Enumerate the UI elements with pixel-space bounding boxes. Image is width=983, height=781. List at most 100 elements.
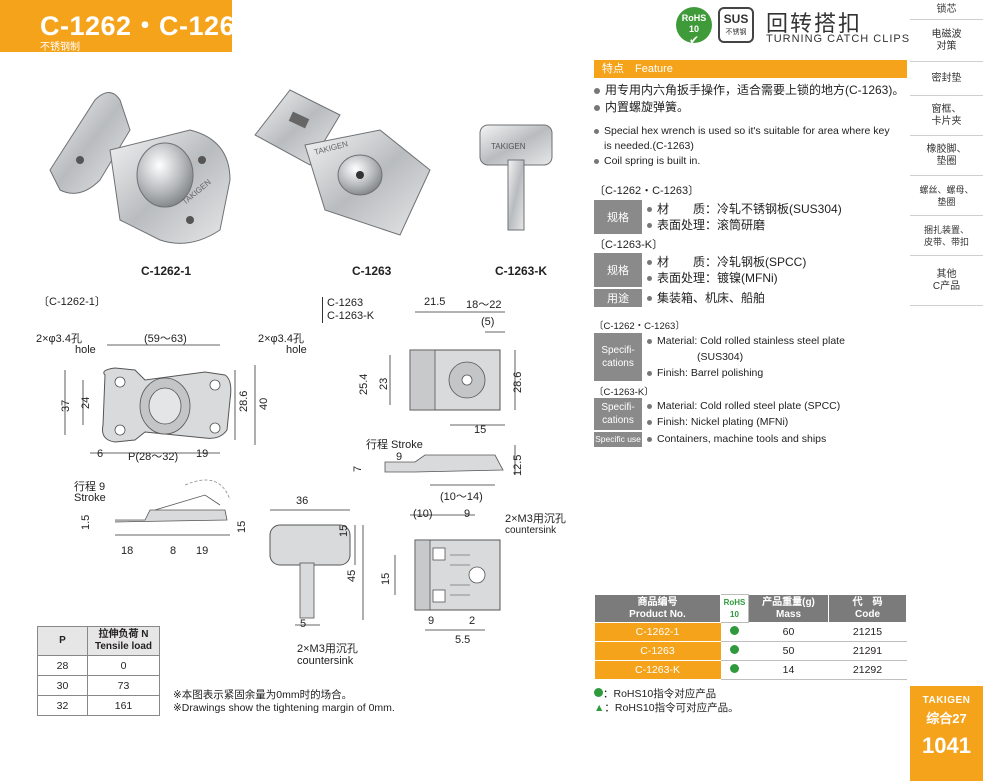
key-countersink-en: countersink	[297, 655, 354, 667]
dim-5: (5)	[481, 316, 495, 328]
dim-24: 24	[80, 396, 92, 409]
note-en: ※Drawings show the tightening margin of …	[173, 702, 395, 714]
note-cn: ※本图表示紧固余量为0mm时的场合。	[173, 689, 353, 701]
page-number: 1041	[922, 733, 971, 758]
feature-cn-2: 内置螺旋弹簧。	[594, 99, 907, 116]
category-title-en: TURNING CATCH CLIPS	[766, 33, 911, 45]
sidebar-item-gasket[interactable]: 密封垫	[910, 62, 983, 96]
photo-c1262-1: TAKIGEN	[49, 92, 231, 244]
dim-23: 23	[378, 377, 390, 390]
dim-9b: 9	[464, 508, 471, 520]
dim-10-14: (10～14)	[440, 491, 483, 503]
dim-2: 2	[469, 615, 476, 627]
table-row: C-1263 50 21291	[594, 641, 907, 661]
stroke-label-cn: 行程 9	[74, 481, 106, 493]
spec-cn-group-b: 〔C-1263-K〕	[594, 239, 664, 251]
dim-7: 7	[352, 465, 364, 472]
product-table: 商品编号 Product No. RoHS 10 产品重量(g) Mass 代 …	[594, 594, 907, 680]
product-photos: TAKIGEN TAKIGEN TAKIGEN	[49, 89, 553, 244]
sidebar-item-screws[interactable]: 螺丝、螺母、 垫圈	[910, 176, 983, 216]
spec-en-cell-a: Specifi-cations	[594, 333, 642, 381]
catalog-section: 综合27	[926, 711, 967, 726]
spec-en-group-a: 〔C-1262・C-1263〕	[594, 321, 685, 332]
dim-hole-left-en: hole	[75, 344, 96, 356]
dim-1-5: 1.5	[80, 514, 92, 530]
col-code: 代 码 Code	[828, 594, 907, 623]
sidebar-item-other[interactable]: 其他 C产品	[910, 256, 983, 306]
legend-triangle: ▲：RoHS10指令可对应产品。	[594, 702, 739, 714]
dim-8: 8	[170, 545, 177, 557]
countersink-label-en: countersink	[505, 525, 557, 536]
dim-p: P(28～32)	[128, 451, 179, 463]
dim-37: 37	[60, 399, 72, 412]
spec-cn-group-a: 〔C-1262・C-1263〕	[594, 185, 700, 197]
photo-label-c1263: C-1263	[352, 264, 392, 278]
dim-19b: 19	[196, 545, 209, 557]
dim-19: 19	[196, 448, 209, 460]
green-triangle-icon: ▲	[594, 702, 605, 714]
dim-key-5: 5	[300, 618, 307, 630]
col-mass: 产品重量(g) Mass	[748, 594, 829, 623]
features-cn: 用专用内六角扳手操作，适合需要上锁的地方(C-1263)。 内置螺旋弹簧。	[594, 82, 907, 116]
spec-en-cell-b: Specifi-cations	[594, 398, 642, 430]
legend-circle: ：RoHS10指令对应产品	[594, 686, 716, 701]
dim-key-15: 15	[338, 524, 350, 537]
svg-text:TAKIGEN: TAKIGEN	[491, 142, 526, 151]
col-rohs: RoHS 10	[720, 594, 749, 623]
features-en: Special hex wrench is used so it's suita…	[594, 124, 907, 169]
rohs-compliant-icon	[730, 626, 739, 635]
drawing-c1263	[384, 311, 516, 631]
sidebar-item-binding[interactable]: 捆扎装置、 皮带、带扣	[910, 216, 983, 256]
drawing-c1262-1	[64, 344, 256, 536]
dim-10: (10)	[413, 508, 433, 520]
spec-cn-cell-a: 规格	[594, 200, 642, 234]
table-row: C-1262-1 60 21215	[594, 622, 907, 642]
page-footer-badge: TAKIGEN 综合27 1041	[910, 686, 983, 781]
dim-28-6-b: 28.6	[512, 371, 524, 393]
rohs-compliant-icon	[730, 645, 739, 654]
dim-9: 9	[396, 451, 403, 463]
dim-span: (59～63)	[144, 333, 187, 345]
dim-21-5: 21.5	[424, 296, 446, 308]
sidebar-item-rubber-feet[interactable]: 橡胶脚、 垫圈	[910, 136, 983, 176]
dim-hole-left: 2×φ3.4孔	[36, 333, 82, 345]
page-title: C-1262・C-1263	[40, 11, 251, 41]
load-header-tensile: 拉伸负荷 N Tensile load	[87, 626, 160, 656]
stroke-label: 行程 Stroke	[366, 439, 423, 451]
feature-bar: 特点 Feature	[594, 60, 907, 78]
feature-cn-1: 用专用内六角扳手操作，适合需要上锁的地方(C-1263)。	[594, 82, 907, 99]
title-block	[0, 0, 232, 52]
photo-label-c1263-k: C-1263-K	[495, 264, 548, 278]
countersink-label-cn: 2×M3用沉孔	[505, 513, 566, 525]
table-row: C-1263-K 14 21292	[594, 660, 907, 680]
dim-28-6: 28.6	[238, 390, 250, 412]
stroke-label-en: Stroke	[74, 492, 106, 504]
category-sidebar: 锁芯 电磁波 对策 密封垫 窗框、 卡片夹 橡胶脚、 垫圈 螺丝、螺母、 垫圈 …	[910, 0, 983, 781]
spec-cn-cell-b: 规格	[594, 253, 642, 287]
col-product-no: 商品编号 Product No.	[594, 594, 721, 623]
dim-hole-right-en: hole	[286, 344, 307, 356]
dim-5-5: 5.5	[455, 634, 471, 646]
sidebar-item-emi[interactable]: 电磁波 对策	[910, 20, 983, 62]
green-circle-icon	[594, 688, 603, 697]
photo-c1263: TAKIGEN	[254, 89, 431, 236]
key-countersink-cn: 2×M3用沉孔	[297, 643, 358, 655]
page-subtitle: 不锈钢制	[40, 42, 80, 53]
rohs-badge: RoHS 10✔	[676, 7, 712, 46]
sidebar-item-window-frame[interactable]: 窗框、 卡片夹	[910, 96, 983, 136]
photo-c1263-k: TAKIGEN	[479, 124, 553, 231]
dim-15-b: 15	[474, 424, 487, 436]
spec-en-group-b: 〔C-1263-K〕	[594, 387, 654, 398]
dim-6: 6	[97, 448, 104, 460]
sidebar-item-lock-core[interactable]: 锁芯	[910, 0, 983, 20]
load-header-p: P	[37, 626, 88, 656]
dim-40: 40	[258, 397, 270, 410]
rohs-compliant-icon	[730, 664, 739, 673]
dim-9c: 9	[428, 615, 435, 627]
dim-12-5: 12.5	[512, 454, 524, 476]
dim-25-4: 25.4	[358, 373, 370, 395]
